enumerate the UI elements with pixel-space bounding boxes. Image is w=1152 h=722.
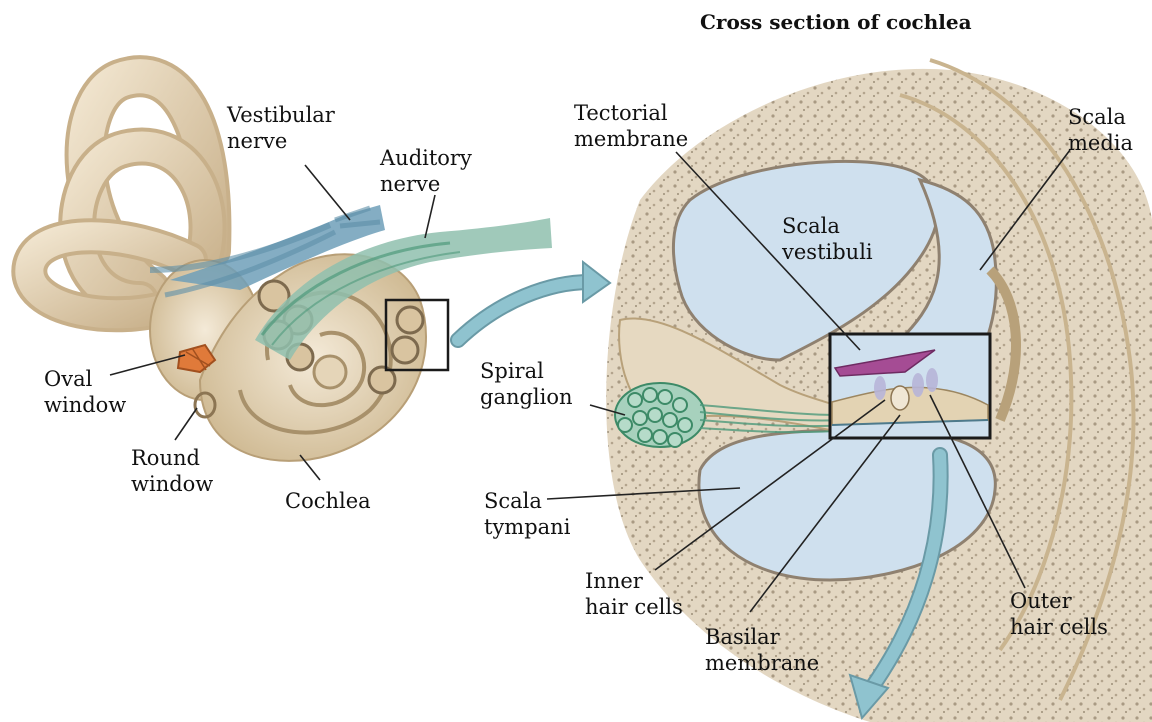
figure-title: Cross section of cochlea	[700, 10, 972, 34]
label-round-window: Round window	[131, 445, 213, 497]
label-auditory-nerve: Auditory nerve	[380, 145, 472, 197]
spiral-ganglion	[615, 383, 705, 447]
label-scala-tympani: Scala tympani	[484, 488, 570, 540]
label-basilar-membrane: Basilar membrane	[705, 624, 819, 676]
label-scala-vestibuli: Scala vestibuli	[782, 213, 873, 265]
label-inner-hair-cells: Inner hair cells	[585, 568, 683, 620]
label-outer-hair-cells: Outer hair cells	[1010, 588, 1108, 640]
label-tectorial-membrane: Tectorial membrane	[574, 100, 688, 152]
label-oval-window: Oval window	[44, 366, 126, 418]
zoom-arrowhead	[583, 262, 610, 302]
label-spiral-ganglion: Spiral ganglion	[480, 358, 573, 410]
label-cochlea: Cochlea	[285, 488, 371, 514]
label-scala-media: Scala media	[1068, 104, 1133, 156]
label-vestibular-nerve: Vestibular nerve	[227, 102, 335, 154]
